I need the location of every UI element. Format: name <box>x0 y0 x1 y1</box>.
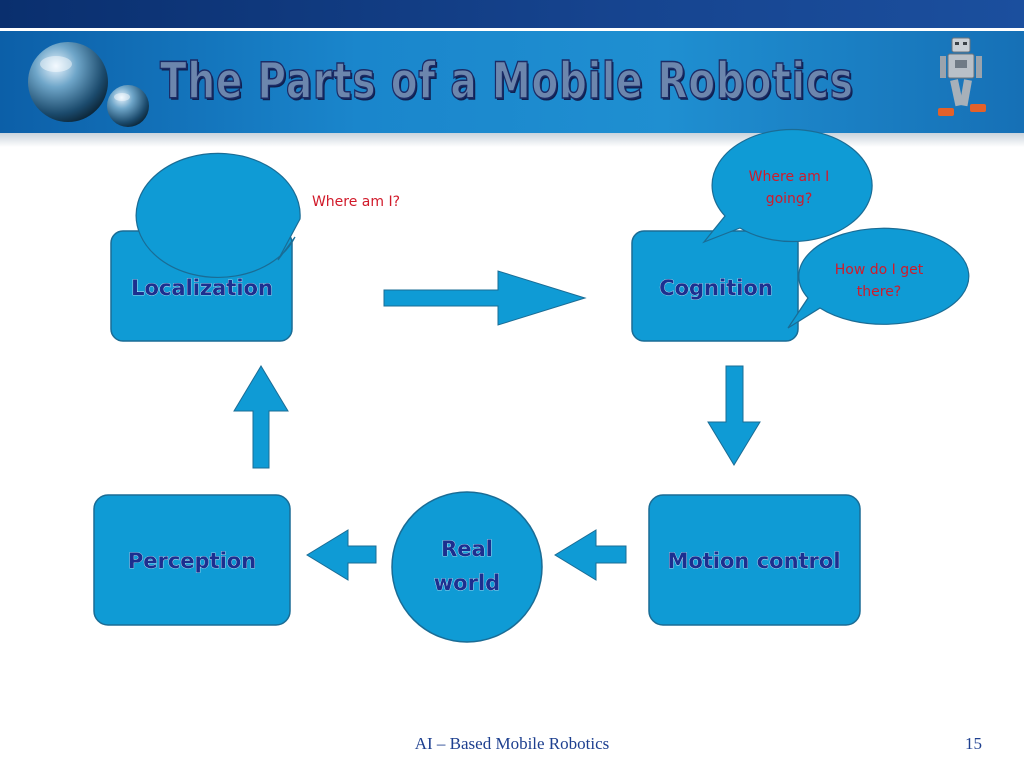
callout-how-get-line2: there? <box>857 284 901 300</box>
slide-title: The Parts of a Mobile Robotics <box>159 51 854 111</box>
arrow-cognition-to-motion <box>707 365 761 466</box>
glossy-sphere-logo-icon <box>28 42 149 127</box>
page-number: 15 <box>965 734 982 753</box>
arrow-motion-to-real-world <box>554 529 627 581</box>
real-world-circle <box>391 491 543 643</box>
callout-how-get-line1: How do I get <box>835 262 924 278</box>
callout-where-am-i <box>135 152 301 278</box>
callout-where-going-line2: going? <box>766 191 813 207</box>
perception-box <box>93 494 291 626</box>
footer-title: AI – Based Mobile Robotics <box>414 734 610 753</box>
real-world-label-line2: world <box>434 571 500 595</box>
perception-label: Perception <box>128 549 256 573</box>
callout-where-am-i-text: Where am I? <box>312 194 400 210</box>
arrow-localization-to-cognition <box>383 270 587 326</box>
callout-where-am-i-going <box>702 128 873 244</box>
top-bar <box>0 0 1024 28</box>
motion-control-label: Motion control <box>667 549 840 573</box>
robot-icon <box>938 37 986 116</box>
callout-how-do-i-get-there <box>787 227 970 329</box>
motion-control-box <box>648 494 861 626</box>
localization-label: Localization <box>131 276 273 300</box>
cognition-label: Cognition <box>659 276 773 300</box>
real-world-label-line1: Real <box>441 537 493 561</box>
arrow-real-world-to-perception <box>306 529 377 581</box>
title-band <box>0 31 1024 133</box>
callout-where-going-line1: Where am I <box>749 169 830 185</box>
arrow-perception-to-localization <box>233 365 289 469</box>
